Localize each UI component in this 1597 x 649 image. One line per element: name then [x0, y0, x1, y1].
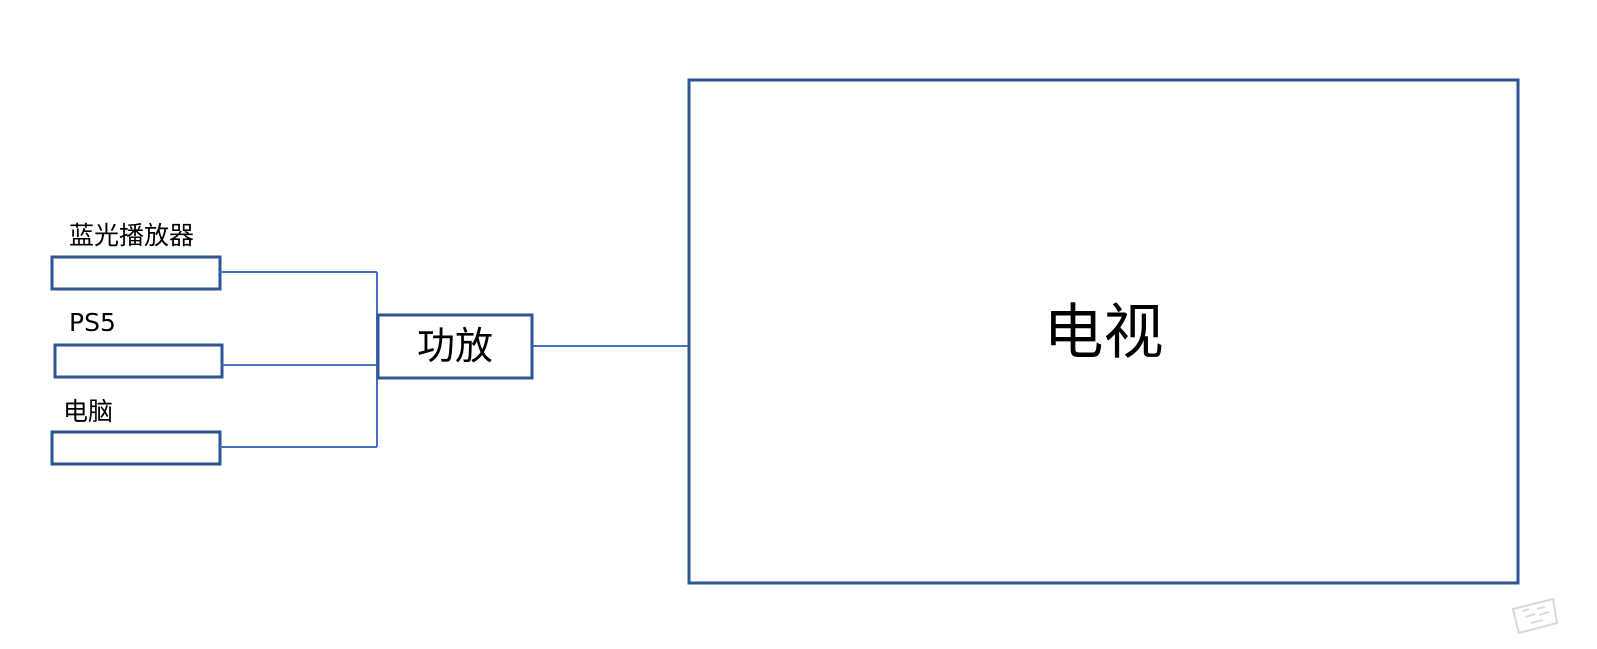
- ps5-box: [53, 343, 224, 379]
- tv-box: [687, 78, 1520, 585]
- ps5-label: PS5: [69, 308, 116, 337]
- tv-label: 电视: [1043, 298, 1164, 368]
- pc-label: 电脑: [63, 397, 114, 426]
- pc-box: [50, 430, 222, 466]
- bluray-box: [50, 255, 222, 291]
- bluray-label: 蓝光播放器: [69, 221, 195, 250]
- amplifier-label: 功放: [416, 324, 493, 368]
- watermark-logo: [1511, 597, 1559, 635]
- amplifier-box: [376, 313, 534, 380]
